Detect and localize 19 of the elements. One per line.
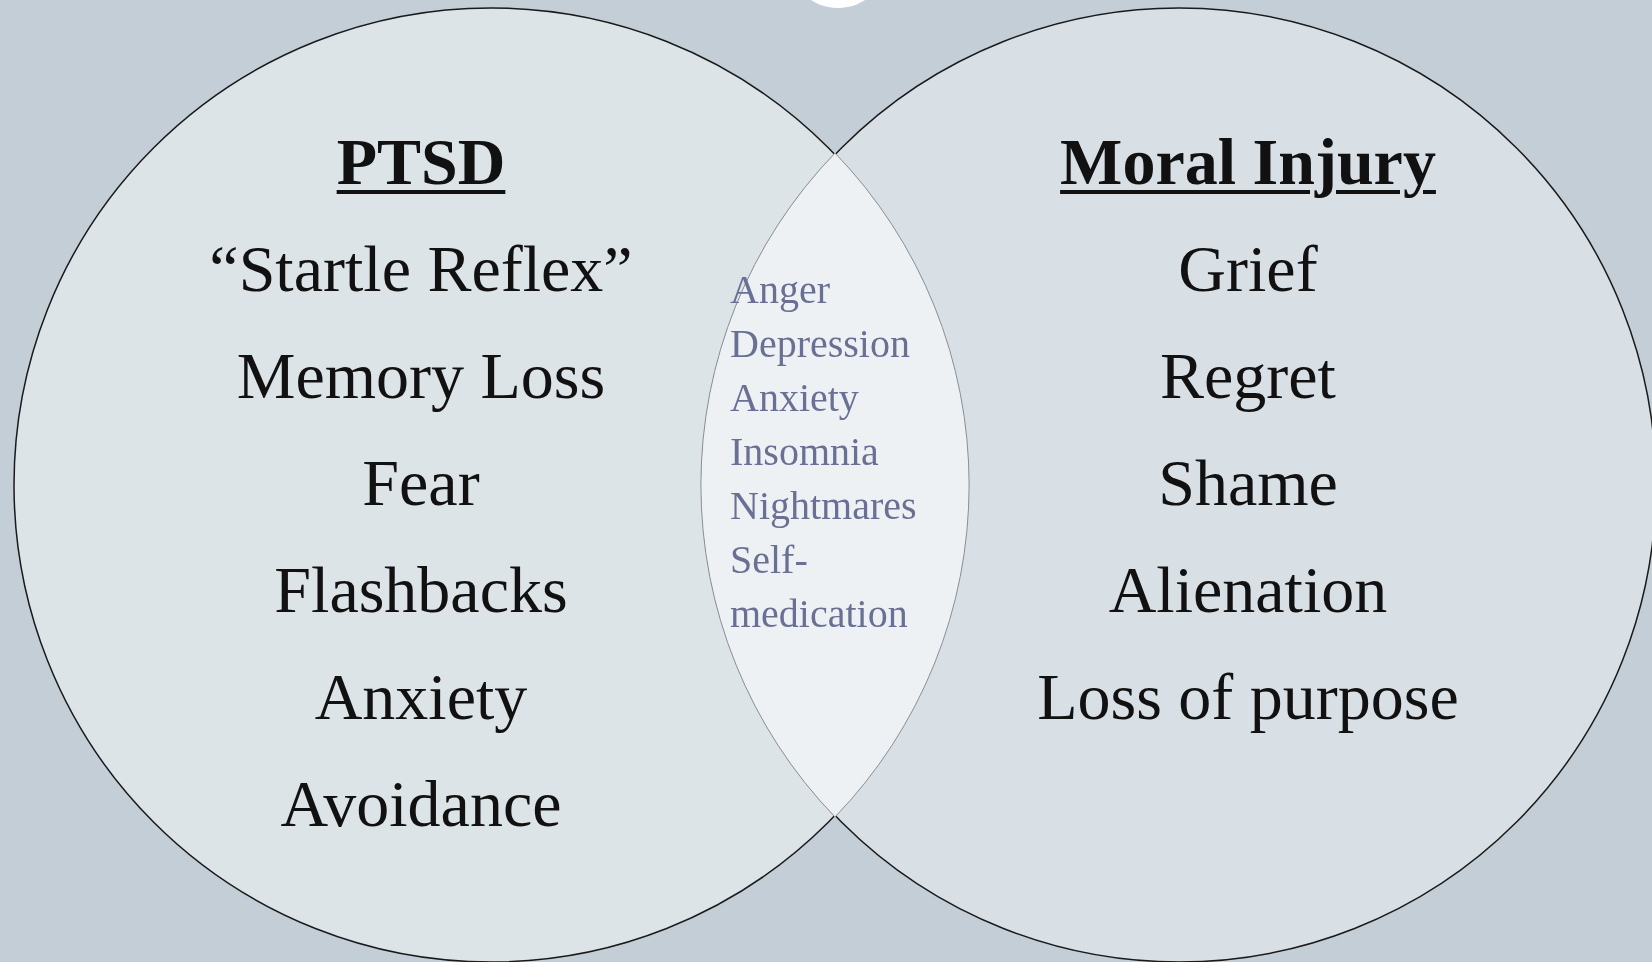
symptom-text: “Startle Reflex” bbox=[209, 231, 633, 307]
symptom-text: Flashbacks bbox=[274, 552, 568, 628]
circle-heading: PTSD bbox=[336, 124, 506, 200]
symptom-text: Anxiety bbox=[314, 659, 528, 735]
symptom-text: Nightmares bbox=[730, 482, 917, 530]
symptom-text: Depression bbox=[730, 320, 910, 368]
symptom-text: Self-medication bbox=[730, 536, 909, 638]
symptom-text: Anxiety bbox=[730, 374, 859, 422]
circle-heading: Moral Injury bbox=[1060, 124, 1436, 200]
symptom-text: Grief bbox=[1178, 231, 1318, 307]
symptom-text: Insomnia bbox=[730, 428, 879, 476]
symptom-text: Memory Loss bbox=[236, 338, 606, 414]
symptom-text: Fear bbox=[362, 445, 480, 521]
symptom-text: Shame bbox=[1158, 445, 1338, 521]
symptom-text: Alienation bbox=[1108, 552, 1388, 628]
symptom-text: Avoidance bbox=[280, 766, 562, 842]
symptom-text: Regret bbox=[1160, 338, 1336, 414]
symptom-text: Loss of purpose bbox=[1037, 659, 1459, 735]
symptom-text: Anger bbox=[730, 266, 830, 314]
